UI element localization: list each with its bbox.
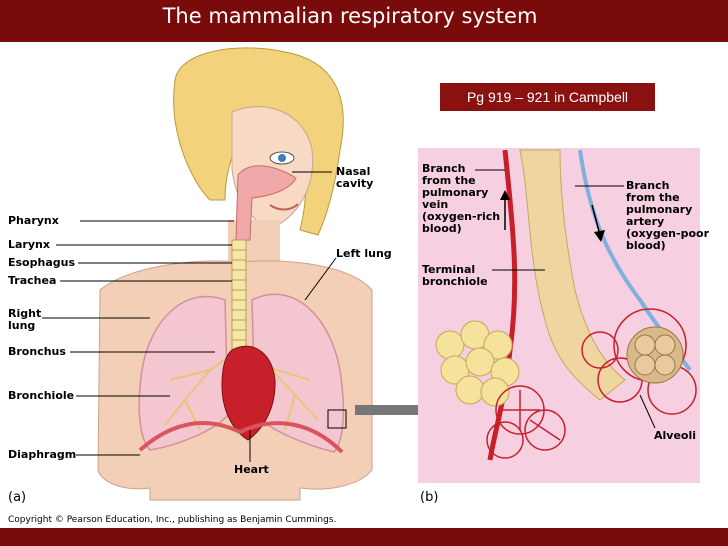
label-trachea: Trachea (8, 274, 57, 287)
bottom-bar (0, 528, 728, 546)
zoom-arrow (355, 395, 440, 425)
label-right-lung: Right lung (8, 307, 42, 332)
slide-title: The mammalian respiratory system (162, 4, 538, 28)
panel-b-tag: (b) (420, 490, 439, 505)
label-bronchiole: Bronchiole (8, 389, 75, 402)
label-left-lung: Left lung (336, 247, 392, 260)
label-branch-pulmonary-artery: Branch from the pulmonary artery (oxygen… (626, 179, 709, 252)
label-alveoli: Alveoli (654, 429, 697, 442)
title-bar (0, 0, 728, 42)
human-figure (97, 47, 373, 501)
label-larynx: Larynx (8, 238, 50, 251)
label-esophagus: Esophagus (8, 256, 75, 269)
alveoli-line (639, 394, 656, 429)
reference-badge: Pg 919 – 921 in Campbell (440, 83, 655, 111)
alveoli-illustration (435, 149, 697, 461)
label-terminal-bronchiole: Terminal bronchiole (422, 263, 488, 288)
copyright-notice: Copyright © Pearson Education, Inc., pub… (8, 515, 337, 525)
label-heart: Heart (234, 463, 269, 476)
label-branch-pulmonary-vein: Branch from the pulmonary vein (oxygen-r… (422, 162, 501, 235)
label-bronchus: Bronchus (8, 345, 66, 358)
label-nasal-cavity: Nasal cavity (336, 165, 374, 190)
panel-a-tag: (a) (8, 490, 27, 505)
label-diaphragm: Diaphragm (8, 448, 77, 461)
label-pharynx: Pharynx (8, 214, 59, 227)
left-lung-line (304, 257, 337, 301)
